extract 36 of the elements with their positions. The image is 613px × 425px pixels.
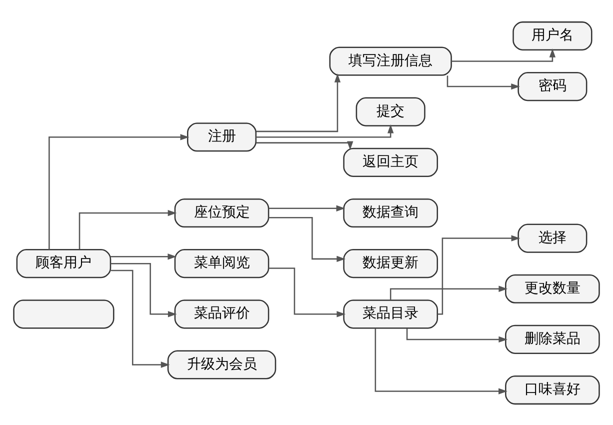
arrow bbox=[256, 140, 354, 150]
node-box: 更改数量 bbox=[505, 274, 600, 303]
arrow bbox=[110, 269, 170, 368]
arrow bbox=[451, 48, 556, 62]
arrow bbox=[110, 253, 177, 260]
arrow bbox=[268, 216, 346, 262]
arrow bbox=[268, 204, 346, 211]
node-box: 菜品评价 bbox=[174, 299, 270, 328]
arrow bbox=[78, 209, 177, 249]
node-box: 数据更新 bbox=[343, 248, 438, 278]
arrow bbox=[390, 285, 508, 300]
node-box: 返回主页 bbox=[343, 147, 438, 176]
node-box: 菜品目录 bbox=[343, 299, 438, 328]
arrow bbox=[48, 134, 190, 250]
arrow bbox=[406, 328, 508, 342]
arrow bbox=[256, 73, 341, 132]
node-box: 口味喜好 bbox=[505, 375, 600, 404]
node-box: 升级为会员 bbox=[167, 350, 276, 379]
node-box: 注册 bbox=[187, 122, 257, 152]
node-box bbox=[13, 299, 114, 328]
arrow bbox=[268, 267, 346, 317]
arrow bbox=[256, 124, 394, 138]
node-box: 删除菜品 bbox=[505, 324, 600, 354]
node-box: 提交 bbox=[356, 96, 426, 126]
node-box: 数据查询 bbox=[343, 198, 438, 228]
node-box: 密码 bbox=[518, 72, 588, 101]
arrow bbox=[446, 75, 520, 90]
arrow bbox=[110, 262, 177, 317]
arrow bbox=[374, 328, 508, 394]
node-box: 顾客用户 bbox=[16, 248, 112, 278]
node-box: 填写注册信息 bbox=[329, 46, 452, 76]
node-box: 用户名 bbox=[512, 20, 592, 50]
node-box: 座位预定 bbox=[174, 198, 270, 228]
node-box: 选择 bbox=[518, 223, 588, 252]
arrow bbox=[438, 234, 520, 314]
node-box: 菜单阅览 bbox=[174, 248, 270, 278]
